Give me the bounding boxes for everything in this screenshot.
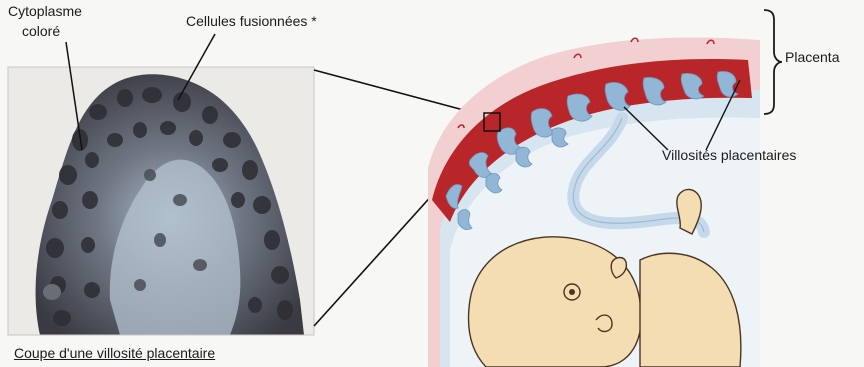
label-fused-cells: Cellules fusionnées *	[186, 13, 317, 30]
micrograph-photo	[8, 67, 314, 335]
caption: Coupe d'une villosité placentaire	[14, 345, 215, 362]
zoom-line-top	[314, 70, 486, 116]
label-cytoplasm-line2: coloré	[22, 23, 60, 40]
label-cytoplasm-line1: Cytoplasme	[8, 3, 82, 20]
label-villi: Villosités placentaires	[662, 147, 796, 164]
uterus-illustration	[428, 10, 782, 367]
placenta-bracket	[764, 10, 782, 114]
label-placenta: Placenta	[785, 49, 839, 66]
